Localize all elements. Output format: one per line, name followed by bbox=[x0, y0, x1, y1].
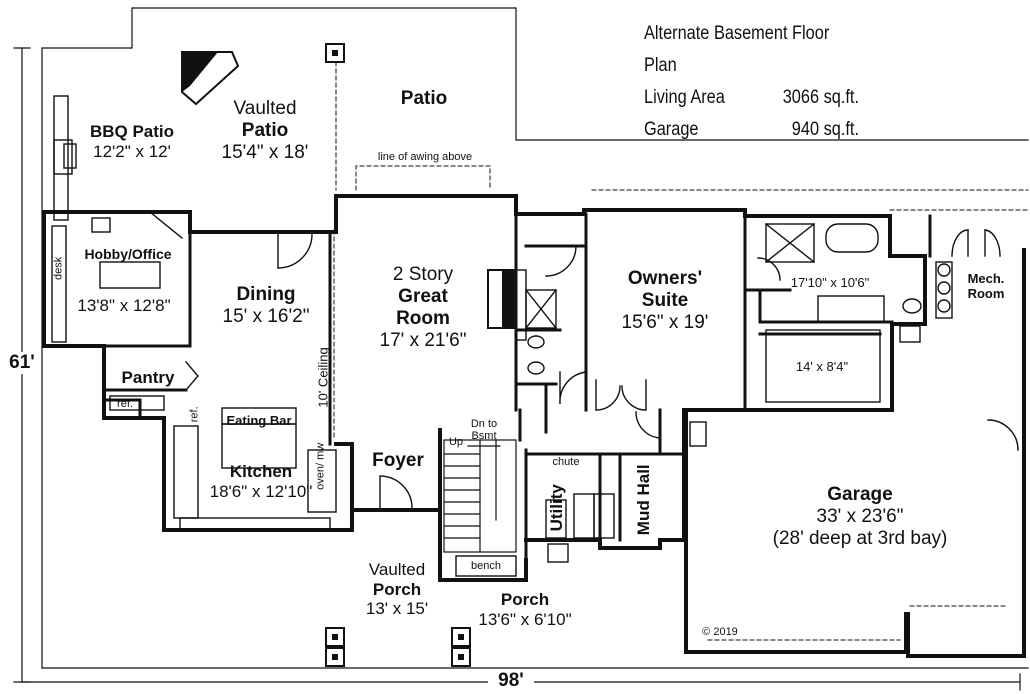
room-foyer: Foyer bbox=[372, 450, 424, 471]
room-vaulted-patio: Vaulted Patio 15'4" x 18' bbox=[200, 98, 330, 164]
garage-area-label: Garage bbox=[644, 119, 699, 140]
kitchen-ref-label: ref. bbox=[188, 406, 201, 423]
room-label: Vaulted bbox=[368, 560, 426, 579]
room-pantry: Pantry bbox=[121, 368, 175, 387]
staircase bbox=[443, 439, 517, 553]
oven-mw-label: oven/ mw bbox=[314, 442, 327, 490]
stairs-up-label: Up bbox=[448, 436, 464, 448]
room-label: Vaulted bbox=[233, 98, 297, 119]
room-name: Garage bbox=[827, 484, 893, 505]
living-area-row: Living Area 3066 sq.ft. bbox=[644, 82, 859, 114]
ceiling-height-label: 10' Ceiling bbox=[315, 347, 331, 408]
awning-label: line of awing above bbox=[377, 151, 473, 163]
room-name-line1: Mech. bbox=[967, 271, 1005, 286]
room-kitchen: Kitchen 18'6" x 12'10" bbox=[196, 462, 326, 501]
copyright-label: © 2019 bbox=[702, 626, 738, 638]
exterior-walls bbox=[42, 194, 1026, 658]
room-name: Kitchen bbox=[229, 462, 293, 481]
plan-info: Alternate Basement Floor Plan Living Are… bbox=[644, 18, 859, 146]
room-great-room: 2 Story Great Room 17' x 21'6" bbox=[356, 264, 490, 351]
room-vaulted-porch: Vaulted Porch 13' x 15' bbox=[352, 560, 442, 619]
room-name: Patio bbox=[241, 119, 289, 141]
room-patio: Patio bbox=[400, 88, 448, 109]
chute-label: chute bbox=[552, 456, 580, 468]
room-name: Porch bbox=[372, 579, 422, 599]
room-mud-hall: Mud Hall bbox=[634, 464, 654, 536]
room-size: 12'2" x 12' bbox=[93, 141, 171, 161]
room-note: (28' deep at 3rd bay) bbox=[772, 527, 948, 549]
plan-title: Alternate Basement Floor Plan bbox=[644, 23, 830, 76]
room-size: 15'4" x 18' bbox=[221, 141, 309, 163]
room-size: 13'6" x 6'10" bbox=[478, 609, 572, 629]
stairs-down-label: Dn to Bsmt bbox=[464, 418, 504, 442]
room-bbq-patio: BBQ Patio 12'2" x 12' bbox=[72, 122, 192, 161]
room-name-line1: Great bbox=[398, 285, 448, 307]
roof-outline bbox=[41, 7, 1029, 669]
depth-dimension: 61' bbox=[4, 352, 40, 374]
desk-label: desk bbox=[52, 256, 65, 280]
room-name: Dining bbox=[236, 284, 296, 305]
room-name: Porch bbox=[500, 590, 550, 609]
stairs-down-line1: Dn to bbox=[470, 418, 498, 430]
room-dining: Dining 15' x 16'2" bbox=[196, 284, 336, 328]
pantry-ref-label: ref. bbox=[117, 398, 133, 410]
room-size: 18'6" x 12'10" bbox=[209, 481, 313, 501]
porch-posts bbox=[325, 43, 471, 667]
closet-size: 14' x 8'4" bbox=[795, 359, 849, 374]
garage-area-value: 940 sq.ft. bbox=[791, 119, 859, 140]
room-name-line2: Room bbox=[396, 307, 450, 329]
dashed-lines bbox=[333, 61, 1029, 641]
bench-label: bench bbox=[471, 560, 501, 572]
room-porch: Porch 13'6" x 6'10" bbox=[470, 590, 580, 629]
room-name-line1: Owners' bbox=[627, 268, 703, 289]
room-size: 15' x 16'2" bbox=[222, 305, 310, 327]
room-hobby-office-size: 13'8" x 12'8" bbox=[77, 296, 171, 315]
living-area-label: Living Area bbox=[644, 87, 725, 108]
room-name: BBQ Patio bbox=[89, 122, 175, 141]
room-garage: Garage 33' x 23'6" (28' deep at 3rd bay) bbox=[740, 484, 980, 550]
room-size: 13' x 15' bbox=[365, 599, 429, 619]
room-name-line2: Room bbox=[967, 285, 1005, 301]
room-mech: Mech. Room bbox=[956, 271, 1016, 302]
stairs-down-line2: Bsmt bbox=[471, 430, 497, 442]
garage-area-row: Garage 940 sq.ft. bbox=[644, 114, 859, 146]
room-name-line2: Suite bbox=[641, 289, 689, 311]
door-swings bbox=[149, 211, 1019, 509]
room-owners-suite: Owners' Suite 15'6" x 19' bbox=[600, 268, 730, 334]
eating-bar-label: Eating Bar bbox=[226, 413, 292, 428]
room-label: 2 Story bbox=[392, 264, 454, 285]
living-area-value: 3066 sq.ft. bbox=[782, 87, 859, 108]
owners-bath-size: 17'10" x 10'6" bbox=[790, 275, 870, 290]
room-hobby-office-name: Hobby/Office bbox=[84, 246, 172, 262]
room-size: 17' x 21'6" bbox=[379, 329, 467, 351]
room-size: 15'6" x 19' bbox=[621, 311, 709, 333]
room-utility: Utility bbox=[547, 484, 567, 532]
width-dimension: 98' bbox=[488, 670, 534, 692]
room-size: 33' x 23'6" bbox=[816, 505, 904, 527]
